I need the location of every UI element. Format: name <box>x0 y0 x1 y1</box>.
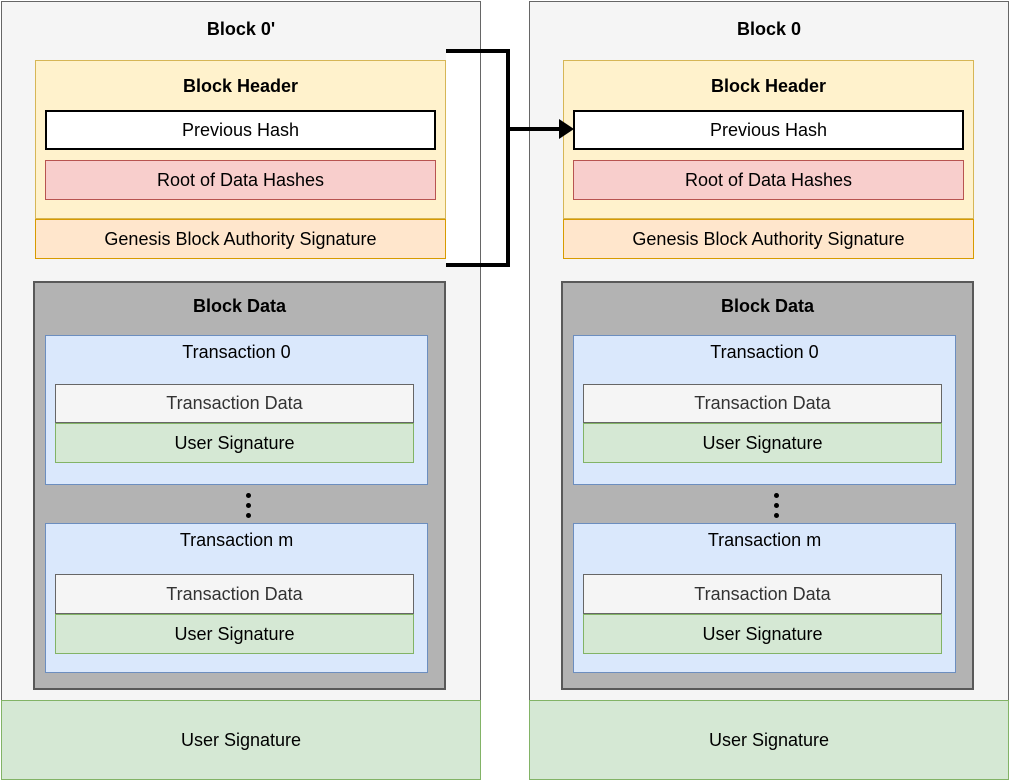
ellipsis-dots <box>774 493 779 523</box>
block-data-box: Block Data Transaction 0 Transaction Dat… <box>33 281 446 690</box>
authority-signature-box: Genesis Block Authority Signature <box>563 219 974 259</box>
transaction-data-box: Transaction Data <box>583 574 942 614</box>
ellipsis-dot <box>774 493 779 498</box>
block-data-title: Block Data <box>720 296 815 316</box>
block-data-box: Block Data Transaction 0 Transaction Dat… <box>561 281 974 690</box>
block-header-title: Block Header <box>710 76 827 96</box>
block-user-signature-bar: User Signature <box>1 700 481 780</box>
ellipsis-dot <box>246 513 251 518</box>
hash-arrow-line <box>507 127 559 131</box>
block-user-signature-bar: User Signature <box>529 700 1009 780</box>
root-of-data-hashes-box: Root of Data Hashes <box>45 160 436 200</box>
block-title: Block 0' <box>206 19 276 39</box>
ellipsis-dot <box>774 513 779 518</box>
ellipsis-dot <box>246 503 251 508</box>
user-signature-box: User Signature <box>583 423 942 463</box>
previous-hash-box: Previous Hash <box>45 110 436 150</box>
header-bracket-connector <box>446 49 510 267</box>
root-of-data-hashes-box: Root of Data Hashes <box>573 160 964 200</box>
block-header-box: Block Header Previous Hash Root of Data … <box>563 60 974 219</box>
ellipsis-dot <box>246 493 251 498</box>
transaction-label: Transaction m <box>707 530 822 550</box>
user-signature-box: User Signature <box>55 614 414 654</box>
block-header-box: Block Header Previous Hash Root of Data … <box>35 60 446 219</box>
transaction-box: Transaction 0 Transaction Data User Sign… <box>45 335 428 485</box>
transaction-box: Transaction 0 Transaction Data User Sign… <box>573 335 956 485</box>
authority-signature-box: Genesis Block Authority Signature <box>35 219 446 259</box>
ellipsis-dot <box>774 503 779 508</box>
transaction-label: Transaction 0 <box>182 342 291 362</box>
transaction-data-box: Transaction Data <box>55 384 414 423</box>
transaction-data-box: Transaction Data <box>583 384 942 423</box>
previous-hash-box: Previous Hash <box>573 110 964 150</box>
user-signature-box: User Signature <box>55 423 414 463</box>
hash-arrow-head-icon <box>559 119 574 139</box>
transaction-data-box: Transaction Data <box>55 574 414 614</box>
user-signature-box: User Signature <box>583 614 942 654</box>
block-data-title: Block Data <box>192 296 287 316</box>
block-0-prime-container: Block 0' Block Header Previous Hash Root… <box>1 1 481 700</box>
transaction-label: Transaction m <box>179 530 294 550</box>
transaction-box: Transaction m Transaction Data User Sign… <box>573 523 956 673</box>
ellipsis-dots <box>246 493 251 523</box>
block-title: Block 0 <box>736 19 802 39</box>
transaction-label: Transaction 0 <box>710 342 819 362</box>
container-border-line <box>480 53 481 263</box>
block-header-title: Block Header <box>182 76 299 96</box>
transaction-box: Transaction m Transaction Data User Sign… <box>45 523 428 673</box>
block-0-container: Block 0 Block Header Previous Hash Root … <box>529 1 1009 700</box>
